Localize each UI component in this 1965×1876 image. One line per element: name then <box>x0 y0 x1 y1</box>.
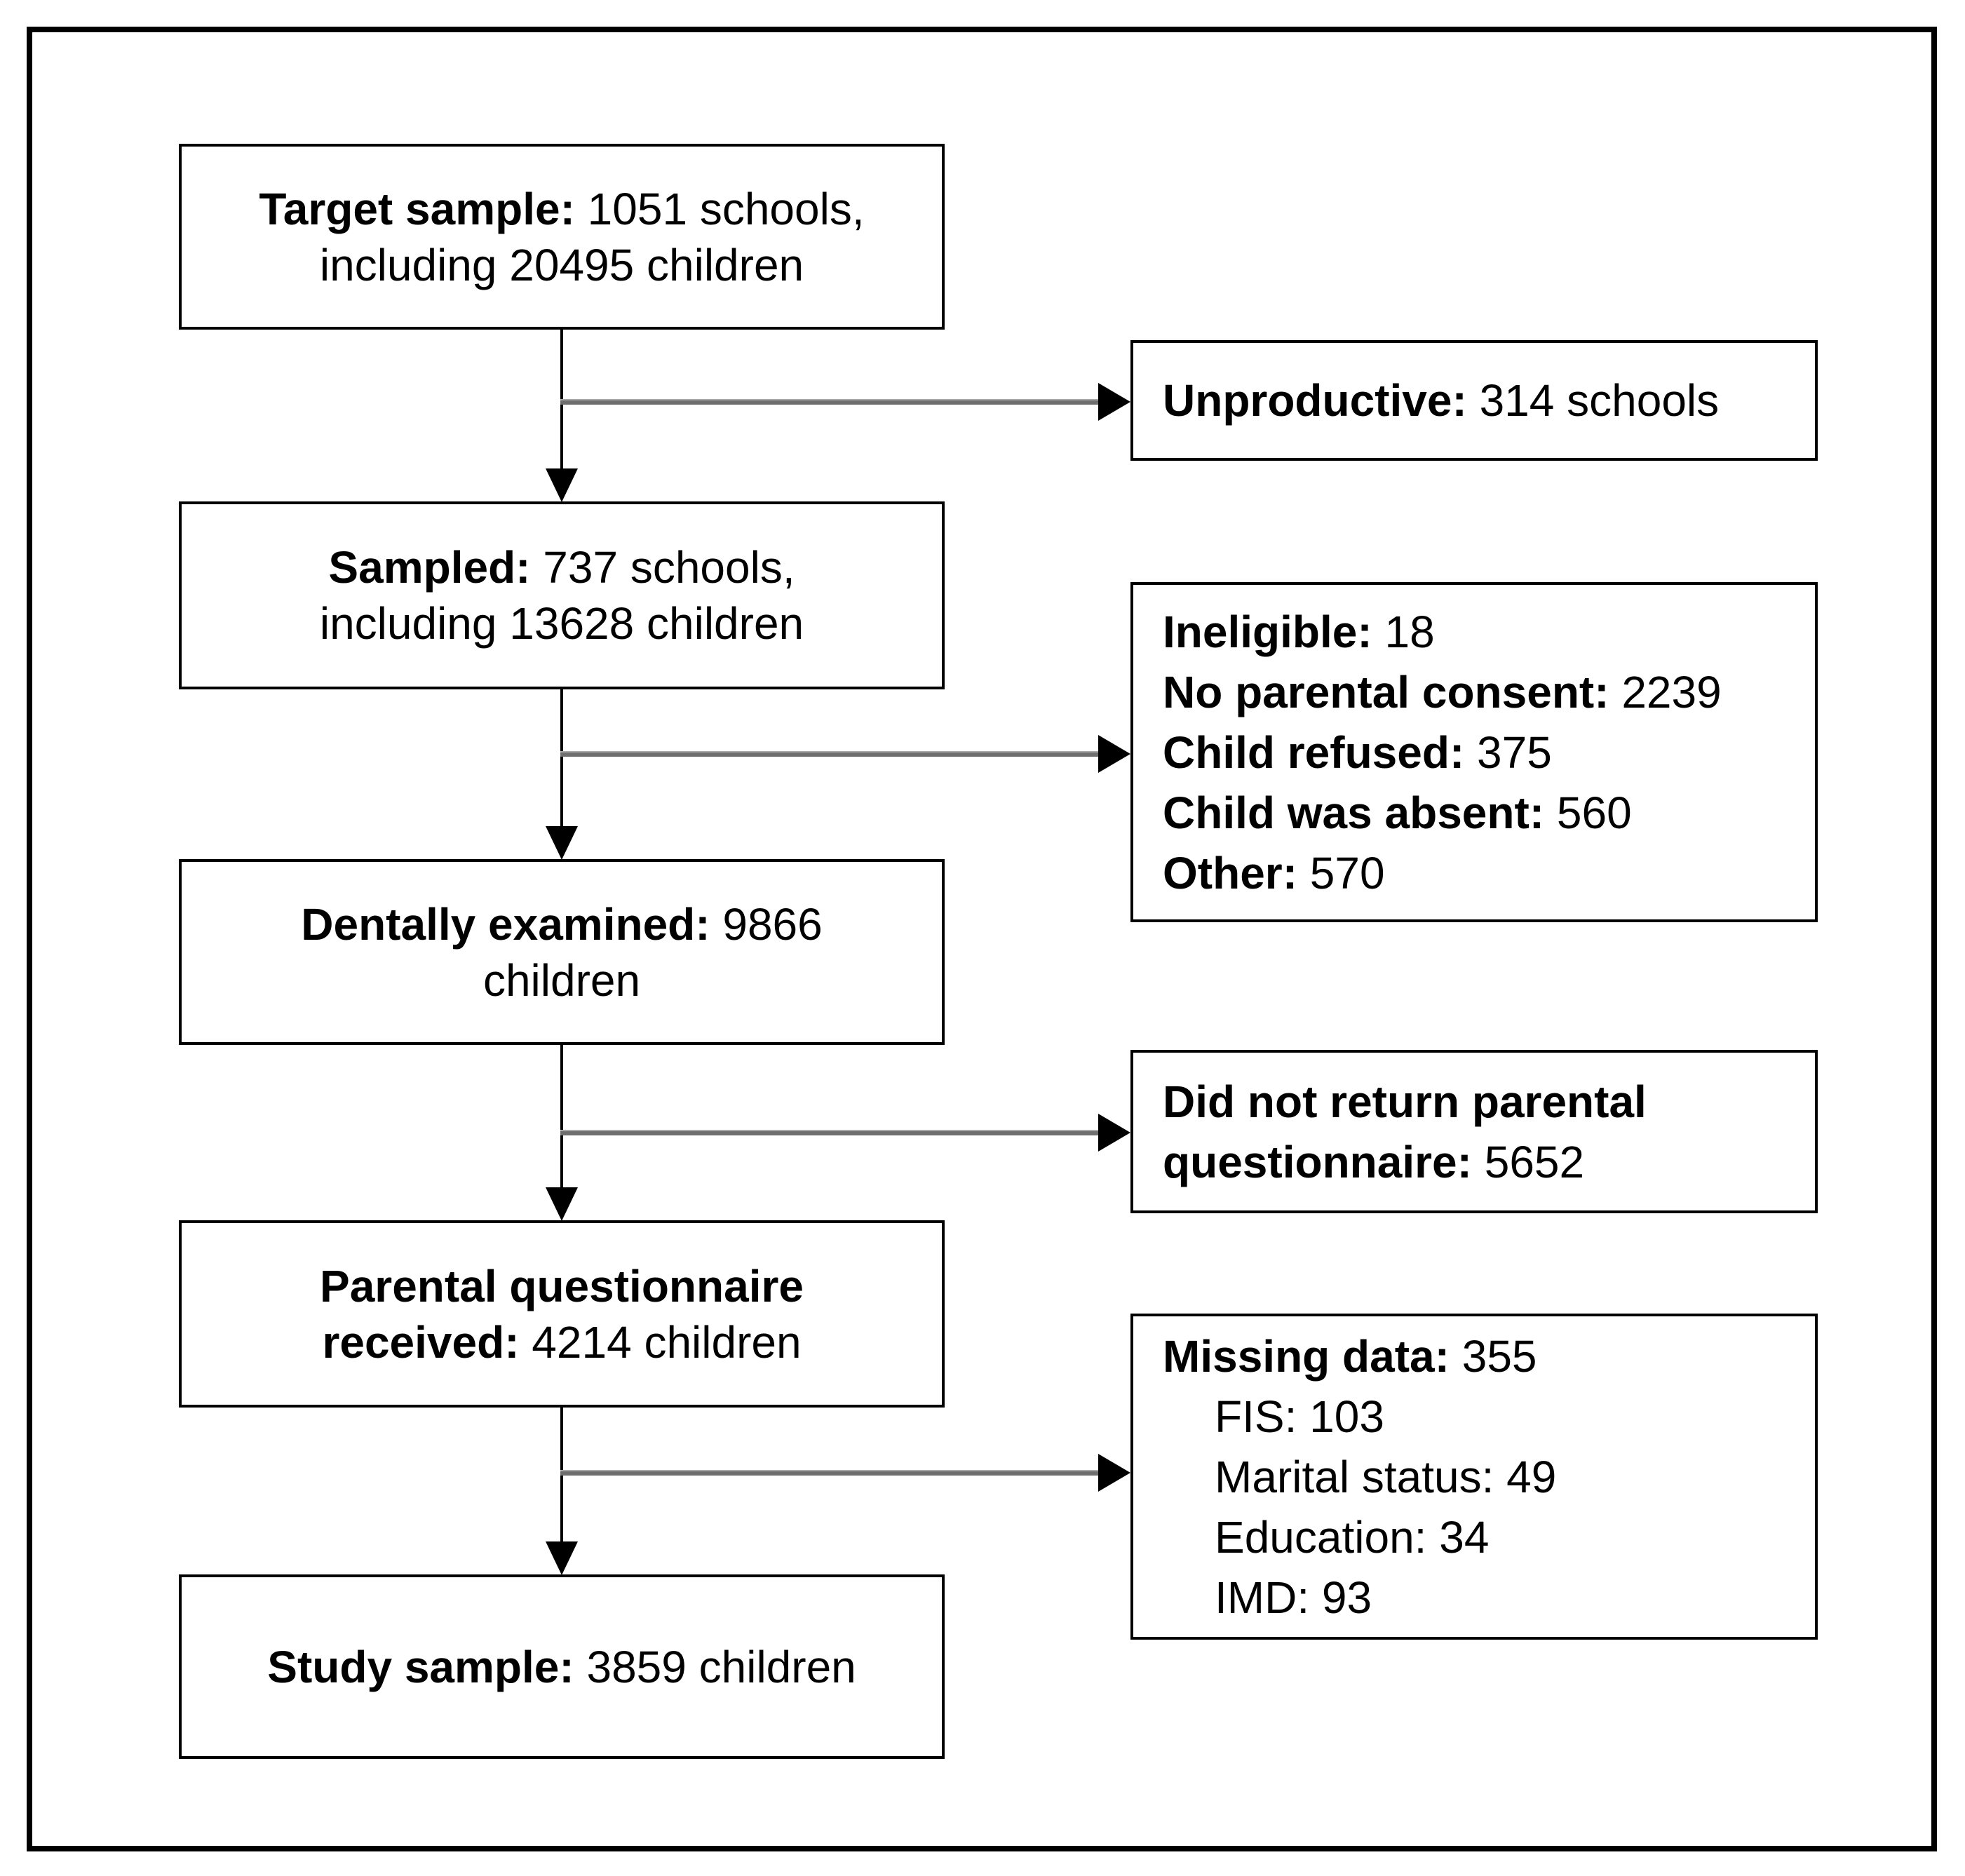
questionnaire-line1: Parental questionnaire <box>320 1260 804 1311</box>
questionnaire-line2: received: 4214 children <box>322 1314 801 1370</box>
dental-value: 9866 <box>710 898 823 950</box>
missing-data-label: Missing data: <box>1163 1330 1450 1382</box>
exclusion-item-child-refused: Child refused: 375 <box>1163 722 1552 783</box>
exclusion-value: 2239 <box>1609 666 1722 717</box>
arrowhead-right-1-icon <box>1098 383 1130 421</box>
exclusion-item-child-absent: Child was absent: 560 <box>1163 783 1632 843</box>
sampled-label: Sampled: <box>328 542 531 593</box>
missing-item-label: IMD: <box>1215 1572 1310 1623</box>
dental-line1: Dentally examined: 9866 <box>301 896 822 952</box>
sampled-value: 737 schools, <box>530 542 795 593</box>
unproductive-value: 314 schools <box>1466 375 1720 426</box>
arrowhead-down-4-icon <box>546 1541 578 1575</box>
arrowhead-down-3-icon <box>546 1187 578 1221</box>
no-questionnaire-line2: questionnaire: 5652 <box>1163 1132 1584 1192</box>
no-questionnaire-value: 5652 <box>1471 1136 1585 1187</box>
target-sample-value: 1051 schools, <box>574 183 865 234</box>
exclusion-label: Child refused: <box>1163 727 1465 778</box>
connector-vertical-2 <box>560 688 563 827</box>
exclusion-label: Child was absent: <box>1163 787 1545 838</box>
box-sampled: Sampled: 737 schools, including 13628 ch… <box>179 501 945 689</box>
box-parental-questionnaire-received: Parental questionnaire received: 4214 ch… <box>179 1220 945 1408</box>
study-sample-label: Study sample: <box>267 1641 574 1692</box>
missing-item-value: 34 <box>1426 1511 1490 1563</box>
unproductive-line1: Unproductive: 314 schools <box>1163 370 1719 431</box>
study-sample-line1: Study sample: 3859 children <box>267 1639 856 1695</box>
study-sample-value: 3859 children <box>574 1641 856 1692</box>
missing-data-value: 355 <box>1449 1330 1537 1382</box>
dental-line2: children <box>482 954 641 1006</box>
questionnaire-value: 4214 children <box>519 1316 802 1368</box>
box-study-sample: Study sample: 3859 children <box>179 1574 945 1759</box>
missing-item-imd: IMD: 93 <box>1163 1567 1372 1628</box>
connector-branch-4 <box>560 1470 1100 1476</box>
connector-vertical-1 <box>560 328 563 469</box>
missing-data-line1: Missing data: 355 <box>1163 1326 1537 1386</box>
missing-item-marital-status: Marital status: 49 <box>1163 1447 1556 1507</box>
exclusion-item-ineligible: Ineligible: 18 <box>1163 602 1435 662</box>
no-questionnaire-label: questionnaire: <box>1163 1136 1472 1187</box>
box-target-sample: Target sample: 1051 schools, including 2… <box>179 144 945 330</box>
box-unproductive: Unproductive: 314 schools <box>1130 340 1818 461</box>
exclusion-value: 560 <box>1544 787 1632 838</box>
box-dentally-examined: Dentally examined: 9866 children <box>179 859 945 1045</box>
connector-vertical-3 <box>560 1044 563 1188</box>
missing-item-fis: FIS: 103 <box>1163 1386 1384 1447</box>
questionnaire-label: received: <box>322 1316 520 1368</box>
missing-item-label: Marital status: <box>1215 1451 1494 1502</box>
target-sample-label: Target sample: <box>259 183 575 234</box>
unproductive-label: Unproductive: <box>1163 375 1467 426</box>
dental-label: Dentally examined: <box>301 898 710 950</box>
exclusion-value: 18 <box>1372 606 1435 657</box>
arrowhead-down-1-icon <box>546 468 578 502</box>
arrowhead-right-4-icon <box>1098 1454 1130 1492</box>
exclusion-label: Other: <box>1163 847 1297 898</box>
sampled-line1: Sampled: 737 schools, <box>328 539 795 595</box>
target-sample-line1: Target sample: 1051 schools, <box>259 181 864 237</box>
box-missing-data: Missing data: 355 FIS: 103 Marital statu… <box>1130 1314 1818 1640</box>
connector-branch-3 <box>560 1130 1100 1135</box>
exclusion-label: No parental consent: <box>1163 666 1609 717</box>
connector-branch-2 <box>560 751 1100 757</box>
exclusion-item-other: Other: 570 <box>1163 843 1385 903</box>
sampled-line2: including 13628 children <box>319 598 804 649</box>
arrowhead-right-2-icon <box>1098 735 1130 773</box>
box-exclusions: Ineligible: 18 No parental consent: 2239… <box>1130 582 1818 922</box>
missing-item-label: Education: <box>1215 1511 1427 1563</box>
exclusion-value: 570 <box>1297 847 1385 898</box>
connector-branch-1 <box>560 399 1100 405</box>
box-did-not-return-questionnaire: Did not return parental questionnaire: 5… <box>1130 1050 1818 1213</box>
missing-item-value: 93 <box>1309 1572 1372 1623</box>
missing-item-label: FIS: <box>1215 1391 1297 1442</box>
exclusion-label: Ineligible: <box>1163 606 1372 657</box>
target-sample-line2: including 20495 children <box>319 239 804 290</box>
exclusion-item-no-consent: No parental consent: 2239 <box>1163 662 1722 722</box>
missing-item-education: Education: 34 <box>1163 1507 1489 1567</box>
missing-item-value: 49 <box>1494 1451 1557 1502</box>
exclusion-value: 375 <box>1464 727 1552 778</box>
arrowhead-down-2-icon <box>546 826 578 860</box>
missing-item-value: 103 <box>1297 1391 1384 1442</box>
arrowhead-right-3-icon <box>1098 1114 1130 1152</box>
no-questionnaire-line1: Did not return parental <box>1163 1076 1647 1127</box>
